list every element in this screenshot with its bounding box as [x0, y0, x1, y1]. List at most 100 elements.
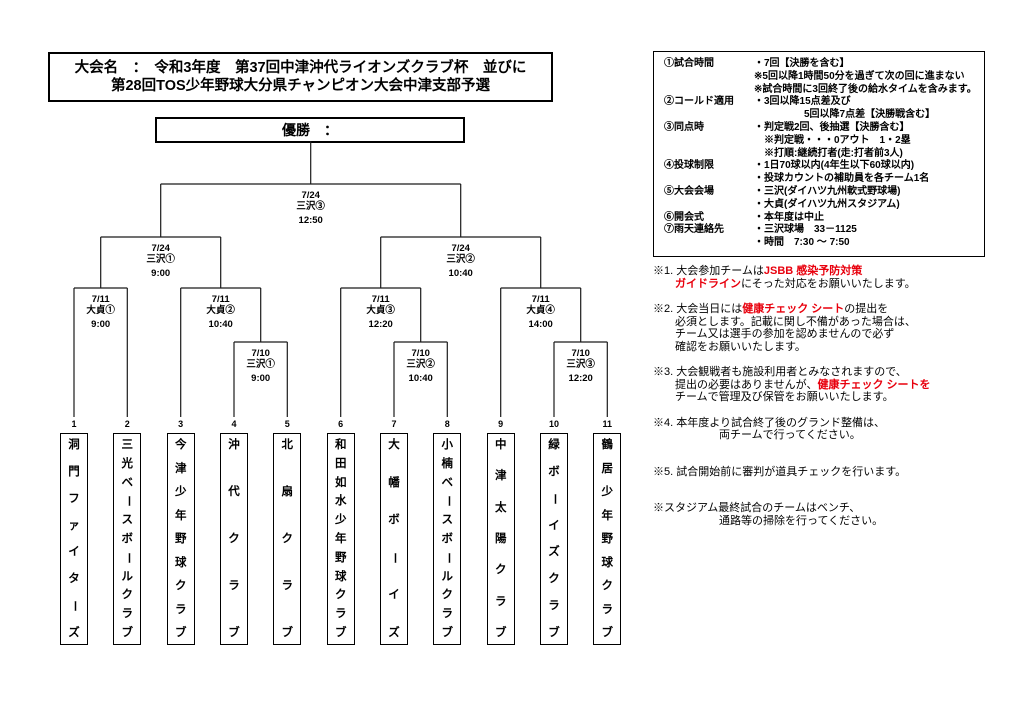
tournament-title-line2: 第28回TOS少年野球大分県チャンピオン大会中津支部予選 [110, 78, 491, 94]
team-number-7: 7 [391, 419, 397, 429]
notes-section: ※1. 大会参加チームはJSBB 感染予防対策 ガイドラインにそった対応をお願い… [653, 265, 1013, 540]
match-venue: 三沢③ [566, 359, 595, 370]
match-date: 7/11 [91, 294, 110, 305]
rule-content: ・1日70球以内(4年生以下60球以内) ・投球カウントの補助員を各チーム1名 [754, 160, 930, 185]
note-stadium: ※スタジアム最終試合のチームはベンチ、 通路等の掃除を行ってください。 [653, 502, 1013, 527]
team-box-tsurui: 鶴居少年野球クラブ [593, 433, 622, 645]
rule-label: ⑥開会式 [664, 211, 704, 223]
match-venue: 三沢① [146, 254, 175, 265]
rule-label: ①試合時間 [664, 58, 714, 69]
note-text: ※スタジアム最終試合のチームはベンチ、 通路等の掃除を行ってください。 [653, 502, 884, 527]
match-venue: 三沢② [406, 359, 435, 370]
note-text: ※5. 試合開始前に審判が道具チェックを行います。 [653, 465, 907, 478]
rule-tie: ③同点時 ・判定戦2回、後抽選【決勝含む】 ※判定戦・・・0アウト 1・2塁 ※… [664, 122, 984, 160]
match-venue: 三沢① [246, 359, 275, 370]
match-date: 7/11 [371, 294, 390, 305]
tournament-title-line1: 大会名 ： 令和3年度 第37回中津沖代ライオンズクラブ杯 並びに [74, 60, 527, 76]
match-date: 7/10 [411, 348, 430, 359]
note-text: の提出を 必須とします。記載に関し不備があった場合は、 チーム又は選手の参加を認… [674, 303, 916, 353]
match-time: 9:00 [151, 268, 171, 279]
match-time: 14:00 [528, 319, 553, 330]
match-label-r1-d: 7/11 大貞③ 12:20 [349, 294, 413, 330]
match-date: 7/11 [531, 294, 550, 305]
match-label-r1-f: 7/11 大貞④ 14:00 [509, 294, 573, 330]
note-5: ※5. 試合開始前に審判が道具チェックを行います。 [653, 466, 1013, 479]
rules-panel: ①試合時間 ・7回【決勝を含む】 ※5回以降1時間50分を過ぎて次の回に進まない… [653, 51, 985, 257]
match-venue: 大貞② [206, 305, 235, 316]
match-date: 7/10 [571, 348, 590, 359]
match-venue: 大貞① [86, 305, 115, 316]
note-2: ※2. 大会当日には健康チェック シートの提出を 必須とします。記載に関し不備が… [653, 303, 1013, 353]
match-time: 12:20 [568, 373, 593, 384]
match-label-r2-e: 7/10 三沢② 10:40 [389, 348, 453, 384]
rule-content: ・3回以降15点差及び 5回以降7点差【決勝戦含む】 [754, 96, 936, 121]
match-venue: 大貞③ [366, 305, 395, 316]
team-box-ogusu: 小楠ベースボールクラブ [433, 433, 462, 645]
team-box-wadajosui: 和田如水少年野球クラブ [326, 433, 355, 645]
note-text: ※1. 大会参加チームは [653, 265, 764, 277]
note-text: ※3. 大会観戦者も施設利用者とみなされますので、 提出の必要はありませんが、 [653, 366, 907, 391]
match-time: 12:20 [368, 319, 393, 330]
team-box-sanko: 三光ベースボールクラブ [113, 433, 142, 645]
rule-label: ⑤大会会場 [664, 185, 714, 197]
team-box-hokusen: 北扇クラブ [273, 433, 302, 645]
rule-cold-game: ②コールド適用 ・3回以降15点差及び 5回以降7点差【決勝戦含む】 [664, 96, 984, 122]
match-time: 10:40 [408, 373, 433, 384]
team-number-10: 10 [548, 419, 559, 429]
match-label-r1-c: 7/11 大貞② 10:40 [189, 294, 253, 330]
rule-pitch-limit: ④投球制限 ・1日70球以内(4年生以下60球以内) ・投球カウントの補助員を各… [664, 160, 984, 186]
team-box-midori: 緑ボーイズクラブ [540, 433, 568, 645]
rule-venues: ⑤大会会場 ・三沢(ダイハツ九州軟式野球場) ・大貞(ダイハツ九州スタジアム) [664, 186, 984, 212]
match-label-sf-right: 7/24 三沢② 10:40 [429, 243, 493, 279]
match-date: 7/24 [451, 243, 470, 254]
team-number-5: 5 [284, 419, 290, 429]
rule-opening-ceremony: ⑥開会式 ・本年度は中止 [664, 212, 984, 225]
note-text: にそった対応をお願いいたします。 [741, 277, 916, 290]
team-number-6: 6 [338, 419, 344, 429]
rule-content: ・判定戦2回、後抽選【決勝含む】 ※判定戦・・・0アウト 1・2塁 ※打順:継続… [754, 121, 911, 159]
match-label-r1-a: 7/11 大貞① 9:00 [69, 294, 133, 330]
match-time: 12:50 [298, 215, 323, 226]
rule-content: ・7回【決勝を含む】 ※5回以降1時間50分を過ぎて次の回に進まない ※試合時間… [754, 58, 977, 95]
champion-box: 優勝 ： [155, 117, 465, 143]
match-time: 9:00 [251, 373, 271, 384]
match-time: 9:00 [91, 319, 111, 330]
team-box-domon: 洞門ファイターズ [60, 433, 88, 645]
team-box-taiyo: 中津太陽クラブ [486, 433, 515, 645]
match-date: 7/24 [151, 243, 170, 254]
team-number-4: 4 [231, 419, 237, 429]
team-number-11: 11 [602, 419, 613, 429]
match-label-r2-g: 7/10 三沢③ 12:20 [549, 348, 613, 384]
match-venue: 三沢② [446, 254, 475, 265]
rule-label: ②コールド適用 [664, 96, 734, 108]
note-1: ※1. 大会参加チームはJSBB 感染予防対策 ガイドラインにそった対応をお願い… [653, 265, 1013, 290]
match-venue: 三沢③ [296, 201, 325, 212]
match-venue: 大貞④ [526, 305, 555, 316]
match-date: 7/11 [211, 294, 230, 305]
match-time: 10:40 [208, 319, 233, 330]
rule-rain-contact: ⑦雨天連絡先 ・三沢球場 33－1125 ・時間 7:30 ～ 7:50 [664, 224, 984, 250]
match-label-final: 7/24 三沢③ 12:50 [279, 190, 343, 226]
team-number-2: 2 [124, 419, 130, 429]
team-number-9: 9 [498, 419, 504, 429]
match-label-sf-left: 7/24 三沢① 9:00 [129, 243, 193, 279]
note-text: ※4. 本年度より試合終了後のグランド整備は、 両チームで行ってください。 [653, 416, 886, 442]
team-number-3: 3 [178, 419, 184, 429]
match-date: 7/10 [251, 348, 270, 359]
match-date: 7/24 [301, 190, 320, 201]
champion-label: 優勝 ： [282, 122, 338, 138]
note-3: ※3. 大会観戦者も施設利用者とみなされますので、 提出の必要はありませんが、健… [653, 366, 1013, 404]
rule-label: ③同点時 [664, 121, 704, 133]
tournament-title-box: 大会名 ： 令和3年度 第37回中津沖代ライオンズクラブ杯 並びに 第28回TO… [48, 52, 553, 102]
note-text: ※2. 大会当日には [653, 303, 743, 315]
match-label-r2-b: 7/10 三沢① 9:00 [229, 348, 293, 384]
team-box-okidai: 沖代クラブ [220, 433, 248, 645]
rule-label: ⑦雨天連絡先 [664, 224, 724, 236]
rule-game-time: ①試合時間 ・7回【決勝を含む】 ※5回以降1時間50分を過ぎて次の回に進まない… [664, 58, 984, 96]
team-number-1: 1 [71, 419, 77, 429]
note-4: ※4. 本年度より試合終了後のグランド整備は、 両チームで行ってください。 [653, 417, 1013, 442]
note-text-red: 健康チェック シートを [817, 378, 931, 391]
match-time: 10:40 [448, 268, 473, 279]
note-text-red: 健康チェック シート [742, 303, 845, 315]
